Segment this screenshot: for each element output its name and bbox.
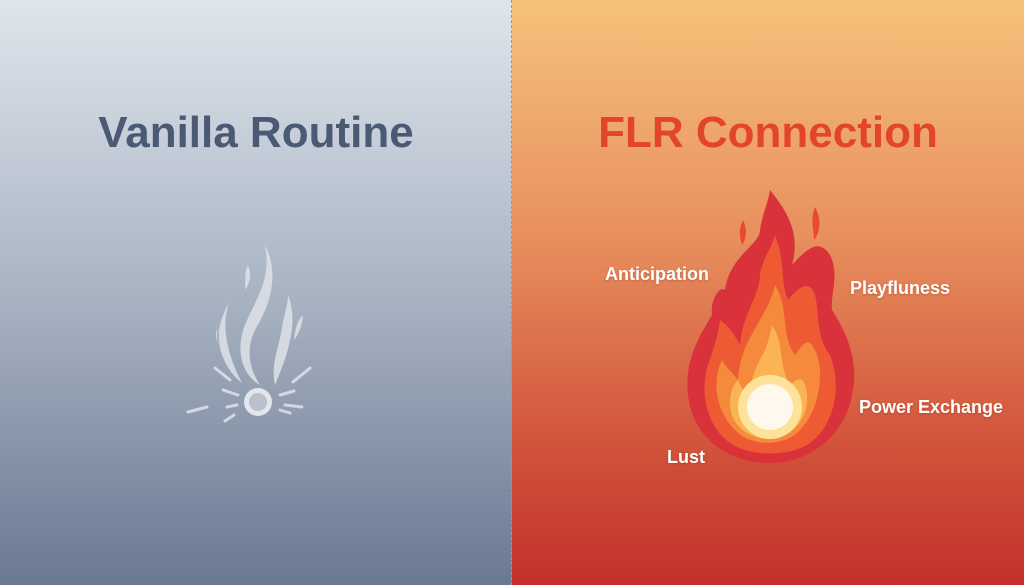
label-anticipation: Anticipation — [605, 264, 709, 284]
flr-title: FLR Connection — [598, 108, 938, 157]
faded-flame-icon — [186, 245, 312, 423]
vanilla-title: Vanilla Routine — [98, 108, 414, 157]
vanilla-panel — [0, 0, 512, 585]
label-power-exchange: Power Exchange — [859, 397, 1004, 417]
label-lust: Lust — [667, 447, 705, 467]
divider — [511, 0, 512, 585]
label-playfulness: Playfluness — [850, 278, 951, 298]
fire-icon — [687, 190, 855, 463]
